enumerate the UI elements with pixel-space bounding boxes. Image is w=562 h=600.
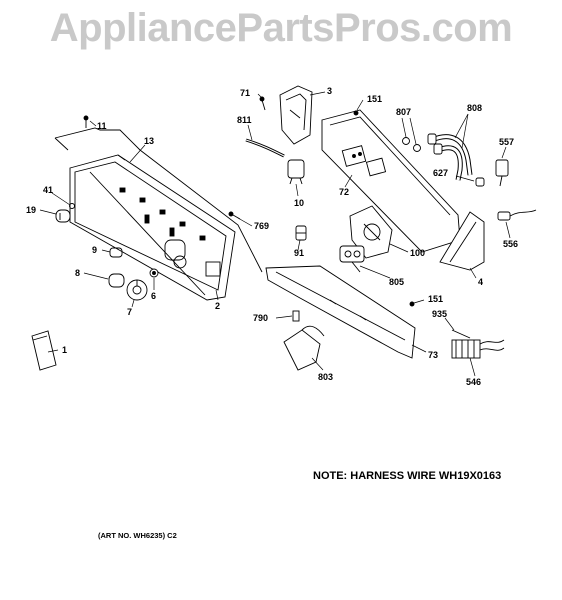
callout-546: 546 [466, 377, 481, 387]
callout-71: 71 [240, 88, 250, 98]
callout-19: 19 [26, 205, 36, 215]
callout-3: 3 [327, 86, 332, 96]
lid-switch-part-803 [283, 325, 325, 371]
callout-41: 41 [43, 185, 53, 195]
callout-807: 807 [396, 107, 411, 117]
knob-part-9 [109, 247, 123, 258]
timer-knob-part-7 [126, 279, 148, 301]
callout-935: 935 [432, 309, 447, 319]
callout-13: 13 [144, 136, 154, 146]
part-627 [475, 177, 485, 187]
control-panel-outline [54, 127, 263, 273]
callout-151-bottom: 151 [428, 294, 443, 304]
end-bracket-part-4 [439, 211, 485, 271]
callout-627: 627 [433, 168, 448, 178]
callout-91: 91 [294, 248, 304, 258]
screw-part-71 [259, 96, 266, 111]
callout-790: 790 [253, 313, 268, 323]
valve-part-805 [339, 245, 365, 273]
valve-assembly-part-100 [349, 205, 393, 259]
callout-4: 4 [478, 277, 483, 287]
part-790 [292, 310, 300, 322]
art-number: (ART NO. WH6235) C2 [98, 531, 177, 540]
harness-wire-part-935 [451, 329, 471, 339]
cord-part-556 [497, 209, 537, 221]
callout-769: 769 [254, 221, 269, 231]
callout-808: 808 [467, 103, 482, 113]
watermark-text: AppliancePartsPros.com [49, 6, 513, 50]
switch-part-10 [287, 159, 305, 185]
callout-1: 1 [62, 345, 67, 355]
control-panel-part-2 [69, 154, 236, 301]
part-6 [149, 268, 159, 278]
callout-9: 9 [92, 245, 97, 255]
callout-10: 10 [294, 198, 304, 208]
callout-811: 811 [237, 115, 252, 125]
callout-2: 2 [215, 301, 220, 311]
screw-part-151-top [353, 110, 359, 116]
harness-note: NOTE: HARNESS WIRE WH19X0163 [313, 470, 502, 482]
screw-part-11 [83, 115, 89, 128]
callout-151-top: 151 [367, 94, 382, 104]
callout-73: 73 [428, 350, 438, 360]
part-91 [295, 225, 307, 241]
part-807 [402, 137, 421, 152]
part-557 [495, 159, 509, 187]
callout-803: 803 [318, 372, 333, 382]
screw-part-151-bottom [409, 301, 415, 307]
callout-100: 100 [410, 248, 425, 258]
wire-harness-part-546 [451, 339, 505, 359]
callout-556: 556 [503, 239, 518, 249]
part-41 [69, 203, 75, 209]
knob-part-19 [55, 209, 71, 223]
fill-hoses-part-808 [427, 133, 473, 181]
callout-8: 8 [75, 268, 80, 278]
leader-lines [39, 91, 511, 377]
callout-805: 805 [389, 277, 404, 287]
callout-557: 557 [499, 137, 514, 147]
callout-11: 11 [97, 121, 107, 131]
control-rail-part-73 [265, 265, 416, 359]
knob-part-8 [108, 273, 125, 288]
callout-6: 6 [151, 291, 156, 301]
callout-7: 7 [127, 307, 132, 317]
callout-72: 72 [339, 187, 349, 197]
literature-part-1 [31, 330, 57, 371]
bracket-part-3 [279, 85, 313, 145]
